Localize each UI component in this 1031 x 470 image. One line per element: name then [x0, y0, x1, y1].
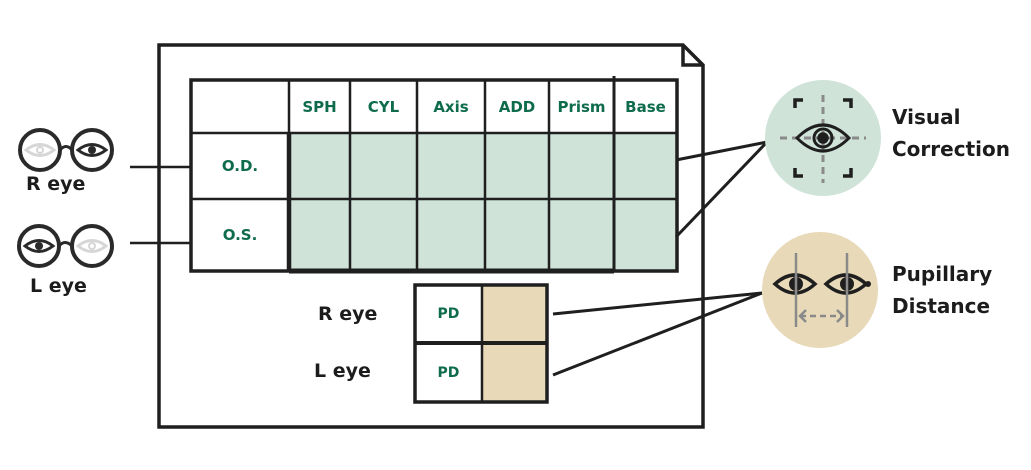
row-label-od: O.D.: [221, 157, 259, 175]
column-header-sph: SPH: [302, 97, 337, 116]
glasses-right-eye-highlighted-icon: [18, 128, 114, 172]
eye-target-icon: [780, 95, 866, 183]
visual-correction-title-line2: Correction: [892, 137, 1010, 161]
pd-table-grid: [413, 283, 549, 404]
glasses-left-eye-highlighted-icon: [17, 224, 114, 268]
pupillary-distance-caption: Pupillary Distance: [892, 258, 992, 322]
column-header-add: ADD: [498, 97, 536, 116]
visual-correction-caption: Visual Correction: [892, 101, 1010, 165]
visual-correction-connectors: [674, 140, 769, 239]
eyes-distance-icon: [772, 253, 871, 327]
column-header-base: Base: [625, 97, 666, 116]
prescription-table-grid: [189, 76, 679, 274]
visual-correction-title-line1: Visual: [892, 105, 961, 129]
pd-left-eye-label: L eye: [314, 360, 371, 382]
pd-left-label: PD: [437, 364, 460, 381]
column-header-cyl: CYL: [367, 97, 400, 116]
row-label-os: O.S.: [222, 226, 258, 244]
right-eye-label: R eye: [26, 173, 86, 195]
pupillary-distance-title-line1: Pupillary: [892, 262, 993, 286]
pupillary-distance-circle: [762, 232, 878, 348]
pupillary-distance-connectors: [552, 291, 763, 377]
table-data-fill: [289, 133, 677, 271]
document-folded-corner: [681, 45, 703, 67]
pd-right-eye-label: R eye: [318, 303, 378, 325]
pd-right-label: PD: [437, 306, 460, 322]
column-header-prism: Prism: [557, 97, 606, 116]
pupillary-distance-title-line2: Distance: [892, 294, 991, 318]
left-eye-label: L eye: [30, 275, 87, 297]
column-header-axis: Axis: [433, 97, 469, 116]
